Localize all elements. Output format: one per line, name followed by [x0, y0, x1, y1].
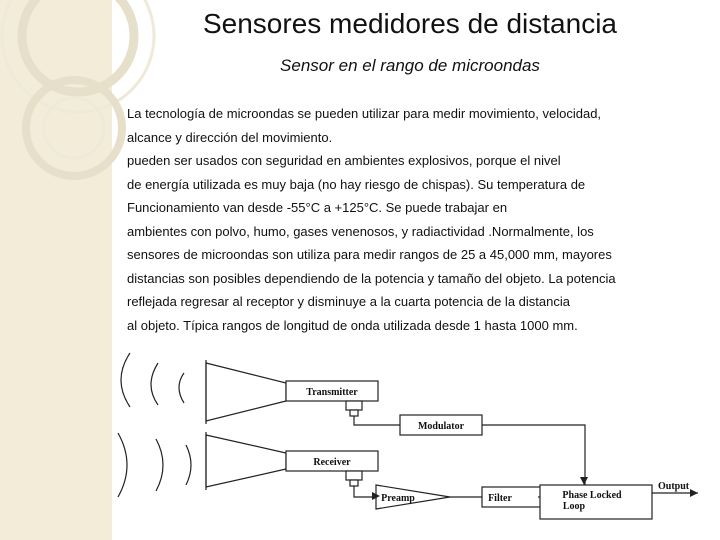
transmit-wave: [120, 352, 131, 408]
receiver-horn: [205, 434, 287, 488]
receive-wave: [155, 438, 164, 492]
microwave-sensor-diagram: Transmitter Receiver Modulator Preamp Fi…: [117, 352, 698, 520]
receiver-label: Receiver: [313, 457, 351, 468]
pll-box: [539, 484, 653, 520]
filter-label: Filter: [488, 493, 512, 504]
paragraph-line: de energía utilizada es muy baja (no hay…: [127, 176, 586, 192]
decorative-rings: [0, 0, 156, 180]
paragraph-line: Funcionamiento van desde -55°C a +125°C.…: [127, 200, 508, 215]
preamp-label: Preamp: [381, 493, 415, 504]
receiver-box: [285, 450, 379, 472]
transmitter-box: [285, 380, 379, 402]
body-paragraph: La tecnología de microondas se pueden ut…: [127, 102, 712, 337]
paragraph-line: al objeto. Típica rangos de longitud de …: [127, 317, 578, 333]
transmit-wave: [150, 362, 159, 406]
paragraph-line: pueden ser usados con seguridad en ambie…: [127, 153, 561, 168]
transmit-wave: [178, 372, 185, 404]
paragraph-line: sensores de microondas son utiliza para …: [127, 247, 612, 262]
paragraph-line: ambientes con polvo, humo, gases venenos…: [127, 223, 594, 239]
slide-subtitle: Sensor en el rango de microondas: [280, 56, 540, 75]
paragraph-line: reflejada regresar al receptor y disminu…: [127, 294, 570, 309]
transmitter-horn: [205, 362, 287, 422]
modulator-label: Modulator: [418, 421, 465, 432]
paragraph-line: La tecnología de microondas se pueden ut…: [127, 106, 602, 121]
receive-wave: [185, 444, 192, 486]
receive-wave: [117, 432, 128, 498]
paragraph-line: alcance y dirección del movimiento.: [127, 129, 333, 145]
paragraph-line: distancias son posibles dependiendo de l…: [127, 270, 616, 286]
pll-label-line2: Loop: [563, 501, 586, 512]
output-label: Output: [658, 481, 690, 492]
slide-title: Sensores medidores de distancia: [202, 8, 617, 39]
transmitter-label: Transmitter: [306, 387, 358, 398]
pll-label-line1: Phase Locked: [562, 490, 622, 501]
